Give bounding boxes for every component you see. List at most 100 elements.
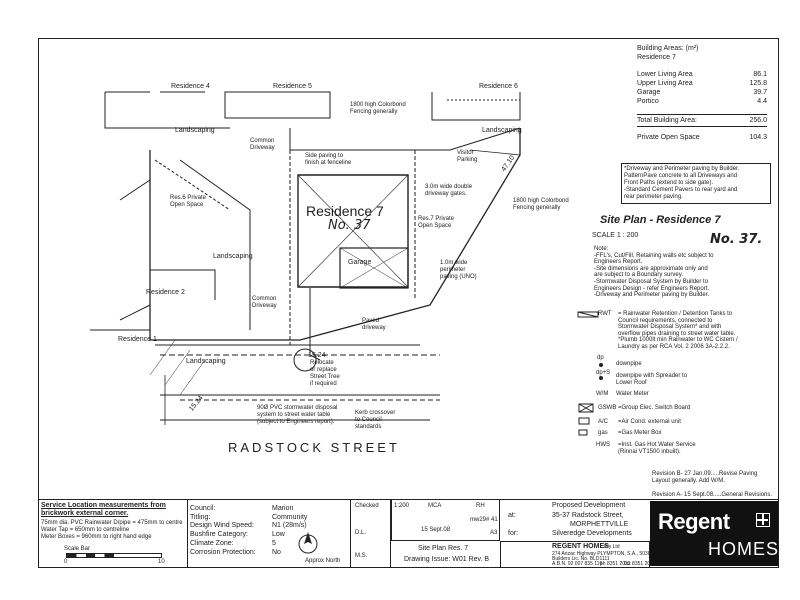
logo-word-regent: Regent bbox=[658, 509, 730, 534]
label-perimeter-paving: 1.0m wide perimeter paving (UNO) bbox=[440, 260, 477, 280]
site-notes: Note: -FFL's, Cut/Fill, Retaining walls … bbox=[594, 246, 774, 299]
legend-line: *Plumb 1000lt min Rainwater to WC Cister… bbox=[618, 337, 738, 344]
scale-bar bbox=[66, 553, 162, 558]
scale-value: 1:200 bbox=[394, 503, 410, 509]
revision-line: Layout generally. Add W/M. bbox=[652, 478, 725, 484]
legend-symbols bbox=[577, 311, 603, 436]
prop-label: Corrosion Protection: bbox=[190, 548, 256, 556]
prop-label: Climate Zone: bbox=[190, 539, 234, 547]
label-residence-4: Residence 4 bbox=[171, 83, 210, 90]
note-line: -Site dimensions are approximate only an… bbox=[594, 265, 708, 272]
paving-note-line: PatternPave concrete to all Driveways an… bbox=[624, 173, 738, 179]
drawing-issue: Drawing Issue: W01 Rev. B bbox=[404, 556, 490, 563]
note-line: -FFL's, Cut/Fill, Retaining walls etc su… bbox=[594, 252, 714, 259]
suburb: MORPHETTVILLE bbox=[570, 521, 629, 528]
sheet-title: Site Plan Res. 7 bbox=[418, 545, 469, 552]
area-total-row: Total Building Area: 256.0 bbox=[637, 114, 767, 127]
downpipe-spreader-symbol bbox=[599, 376, 603, 380]
scale-bar-start: 0 bbox=[64, 559, 68, 565]
area-total-label: Total Building Area: bbox=[637, 117, 697, 124]
label-gates: 3.0m wide double driveway gates. bbox=[425, 184, 473, 197]
label-landscaping-2: Landscaping bbox=[482, 127, 522, 134]
company-name: REGENT HOMES bbox=[552, 543, 609, 550]
area-value: 4.4 bbox=[757, 98, 767, 105]
project-properties: Council:Marion Titling:Community Design … bbox=[190, 505, 307, 557]
regent-homes-logo: Regent HOMES bbox=[650, 501, 778, 566]
service-measurements: 75mm dia. PVC Rainwater D/pipe = 475mm t… bbox=[41, 520, 183, 540]
label-common-driveway-2: Common Driveway bbox=[252, 296, 277, 309]
date-value: 15 Sept.08 bbox=[421, 527, 451, 533]
drg-value: RH bbox=[476, 503, 485, 509]
note-line: -Stormwater Disposal System by Builder t… bbox=[594, 278, 709, 285]
legend-gas-code: gas bbox=[598, 430, 608, 436]
legend-dps: downpipe with Spreader to Lower Roof bbox=[616, 373, 687, 386]
label-visitor-parking: Visitor Parking bbox=[457, 150, 478, 163]
label-res6-pos: Res.6 Private Open Space bbox=[170, 195, 207, 208]
paving-note: *Driveway and Perimeter paving by Builde… bbox=[621, 163, 771, 204]
area-label: Portico bbox=[637, 98, 659, 105]
legend-line: downpipe with Spreader to bbox=[616, 373, 688, 379]
rwt-symbol bbox=[577, 311, 599, 318]
legend-hws-code: HWS bbox=[596, 442, 610, 448]
company-fax: fax 8351 2011 bbox=[624, 561, 656, 567]
prop-value: Low bbox=[272, 531, 285, 539]
ac-symbol bbox=[578, 417, 590, 425]
legend-line: Laundry as per RCA Vol. 2 2006 3A-2.2.2. bbox=[618, 343, 730, 350]
prop-label: Council: bbox=[190, 505, 216, 512]
revision-line: Revision A- 15 Sept.08.....General Revis… bbox=[652, 492, 773, 498]
site-plan-number: No. 37. bbox=[710, 232, 763, 247]
area-pos-label: Private Open Space bbox=[637, 134, 700, 141]
north-label: Approx North bbox=[305, 558, 341, 564]
label-residence-7: Residence 7 bbox=[306, 203, 384, 219]
label-dim-15-24-a: 15.24 bbox=[308, 352, 326, 359]
paving-note-line: Front Paths (extend to side gate). bbox=[624, 180, 714, 186]
building-areas-panel: Building Areas: (m²) Residence 7 Lower L… bbox=[637, 44, 767, 142]
area-pos-value: 104.3 bbox=[749, 134, 767, 141]
label-residence-7-number: No. 37 bbox=[328, 218, 371, 233]
service-heading: Service Location measurements from brick… bbox=[41, 502, 166, 517]
revision-notes: Revision B- 27 Jan.09.....Revise Paving … bbox=[652, 471, 792, 499]
paving-note-line: *Driveway and Perimeter paving by Builde… bbox=[624, 166, 740, 172]
areas-subtitle: Residence 7 bbox=[637, 54, 676, 61]
area-total-value: 256.0 bbox=[749, 117, 767, 124]
checked-cell bbox=[350, 499, 391, 568]
prop-label: Design Wind Speed: bbox=[190, 522, 254, 530]
legend-line: Council requirements, connected to bbox=[618, 317, 713, 324]
label-landscaping-1: Landscaping bbox=[175, 127, 215, 134]
area-value: 86.1 bbox=[753, 71, 767, 78]
label-residence-6: Residence 6 bbox=[479, 83, 518, 90]
legend-line: Stormwater Disposal System* and with bbox=[618, 324, 722, 331]
label-landscaping-3: Landscaping bbox=[213, 253, 253, 260]
for-label: for: bbox=[508, 530, 519, 537]
legend-line: (Rinnai VT1500 inbuilt). bbox=[618, 448, 681, 455]
legend-dp-code: dp bbox=[597, 355, 604, 361]
prop-value: N1 (28m/s) bbox=[272, 522, 307, 530]
legend-rwt-code: RWT bbox=[598, 311, 612, 317]
label-kerb-crossover: Kerb crossover to Council standards bbox=[355, 410, 396, 430]
address: 35-37 Radstock Street, bbox=[552, 512, 624, 519]
prop-value: 5 bbox=[272, 539, 276, 547]
paving-note-line: -Standard Cement Pavers to rear yard and bbox=[624, 187, 738, 193]
sheet-size: A3 bbox=[490, 530, 498, 536]
drawing-info-cell bbox=[391, 499, 500, 541]
area-label: Upper Living Area bbox=[637, 80, 693, 87]
revision-line: Revision B- 27 Jan.09.....Revise Paving bbox=[652, 471, 758, 477]
service-cell bbox=[38, 499, 188, 568]
drawn-value: MCA bbox=[428, 503, 442, 509]
label-pvc-stormwater: 90Ø PVC stormwater disposal system to st… bbox=[257, 405, 338, 425]
company-suffix: Pty Ltd bbox=[604, 544, 620, 550]
label-side-paving: Side paving to finish at fenceline bbox=[305, 153, 352, 166]
company-cell bbox=[500, 541, 650, 568]
label-res7-pos: Res.7 Private Open Space bbox=[418, 216, 455, 229]
site-plan-title: Site Plan - Residence 7 bbox=[600, 214, 721, 226]
prop-label: Titling: bbox=[190, 513, 211, 521]
gas-symbol bbox=[578, 429, 588, 436]
north-arrow-icon bbox=[298, 532, 318, 554]
company-address: 274 Anzac Highway PLYMPTON, S.A., 5038 bbox=[552, 551, 651, 557]
site-plan-scale: SCALE 1 : 200 bbox=[592, 232, 639, 239]
legend-gas: =Gas Meter Box bbox=[618, 430, 662, 436]
